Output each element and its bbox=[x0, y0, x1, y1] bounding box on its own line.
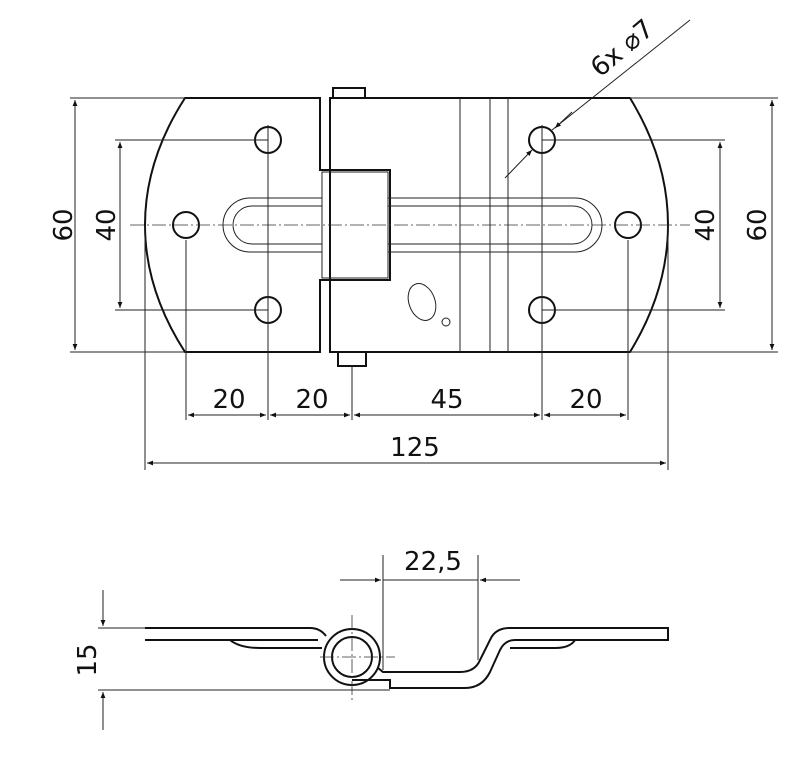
dim-thickness: 15 bbox=[73, 643, 103, 676]
dim-height-right: 60 bbox=[743, 208, 773, 241]
dim-height-left: 60 bbox=[49, 208, 79, 241]
dim-offset: 22,5 bbox=[404, 547, 462, 577]
dim-hole-spacing-right: 40 bbox=[691, 208, 721, 241]
dim-c: 45 bbox=[430, 385, 463, 415]
side-view: 22,5 15 bbox=[73, 547, 669, 730]
dim-b: 20 bbox=[295, 385, 328, 415]
dim-hole-spacing-left: 40 bbox=[92, 208, 122, 241]
knuckle bbox=[321, 171, 389, 279]
dim-d: 20 bbox=[569, 385, 602, 415]
hinge-pin-top bbox=[332, 87, 366, 99]
hinge-pin-bottom bbox=[337, 351, 367, 367]
dim-overall-length: 125 bbox=[390, 433, 440, 463]
top-view: 60 40 40 60 20 20 45 20 125 6x ⌀7 bbox=[49, 14, 778, 470]
dim-a: 20 bbox=[212, 385, 245, 415]
left-plate bbox=[143, 97, 331, 353]
right-plate bbox=[329, 97, 670, 353]
sdp-logo bbox=[407, 283, 451, 327]
hole-callout: 6x ⌀7 bbox=[585, 14, 660, 84]
